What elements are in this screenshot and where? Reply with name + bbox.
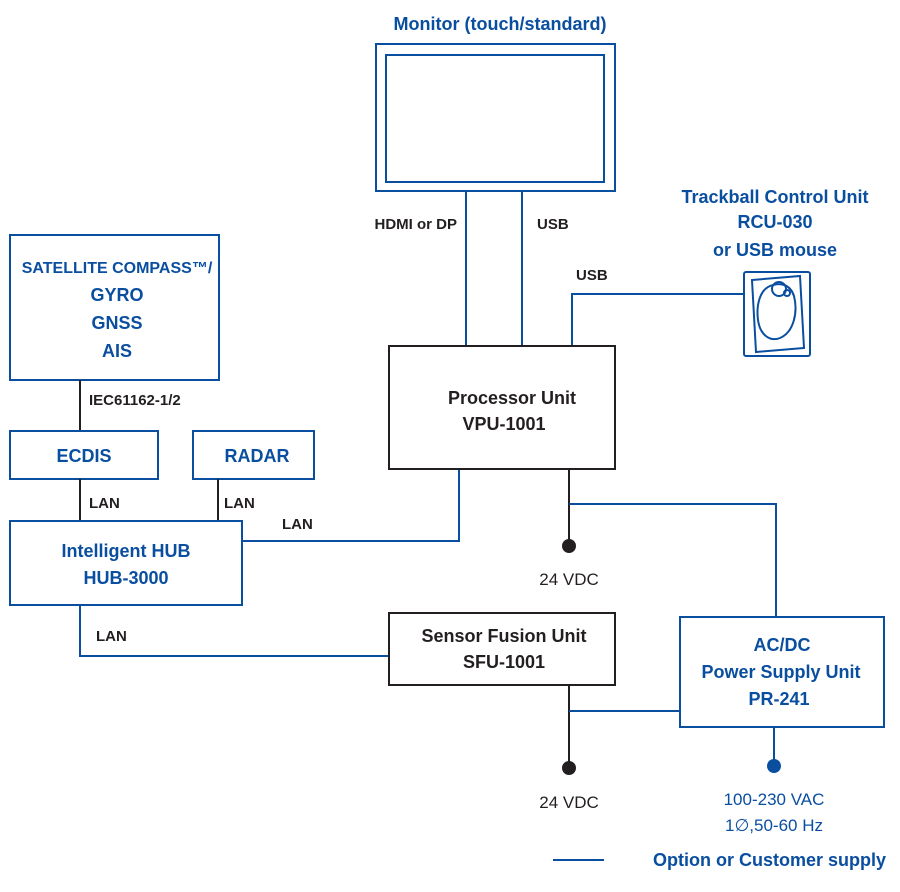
psu-line-2: Power Supply Unit [701,662,860,682]
lan-sfu-label: LAN [96,628,127,645]
sensors-box [9,234,220,381]
sfu-box [388,612,616,686]
radar-label: RADAR [225,446,290,466]
radar-box [192,430,315,480]
sfu-line-2: SFU-1001 [463,652,545,672]
monitor-title: Monitor (touch/standard) [394,14,607,34]
lan-processor-line [242,469,460,542]
ac-label-1: 100-230 VAC [724,790,825,809]
sfu-line-1: Sensor Fusion Unit [421,626,586,646]
ac-terminal [767,759,781,773]
hdmi-label: HDMI or DP [375,216,458,233]
hub-line-1: Intelligent HUB [62,541,191,561]
usb-trackball-label: USB [576,267,608,284]
sensors-line-ais: AIS [102,341,132,361]
psu-box [679,616,885,728]
hub-line-2: HUB-3000 [83,568,168,588]
lan-sfu-line [79,605,389,657]
monitor-icon [375,43,616,192]
sensors-line-gyro: GYRO [90,285,143,305]
processor-box [388,345,616,470]
ac-label-2: 1∅,50-60 Hz [725,816,823,835]
processor-line-2: VPU-1001 [462,414,545,434]
trackball-title-2: RCU-030 [737,212,812,232]
trackball-title-1: Trackball Control Unit [681,187,868,207]
lan-processor-label: LAN [282,516,313,533]
lan-ecdis-label: LAN [89,495,120,512]
ecdis-box [9,430,159,480]
psu-line-3: PR-241 [748,689,809,709]
usb-trackball-line [571,293,744,346]
trackball-icon [743,271,811,357]
legend-label: Option or Customer supply [653,850,886,870]
usb-monitor-label: USB [537,216,569,233]
processor-dc-label: 24 VDC [539,570,599,589]
ecdis-label: ECDIS [56,446,111,466]
processor-line-1: Processor Unit [448,388,576,408]
lan-radar-label: LAN [224,495,255,512]
sensors-line-gnss: GNSS [91,313,142,333]
sensors-line-compass: SATELLITE COMPASS™/ [22,260,213,277]
sfu-dc-label: 24 VDC [539,793,599,812]
psu-to-processor-line [569,503,777,617]
processor-dc-terminal [562,539,576,553]
iec-label: IEC61162-1/2 [89,392,181,409]
psu-line-1: AC/DC [754,635,811,655]
trackball-title-3: or USB mouse [713,240,837,260]
sfu-dc-terminal [562,761,576,775]
hub-box [9,520,243,606]
